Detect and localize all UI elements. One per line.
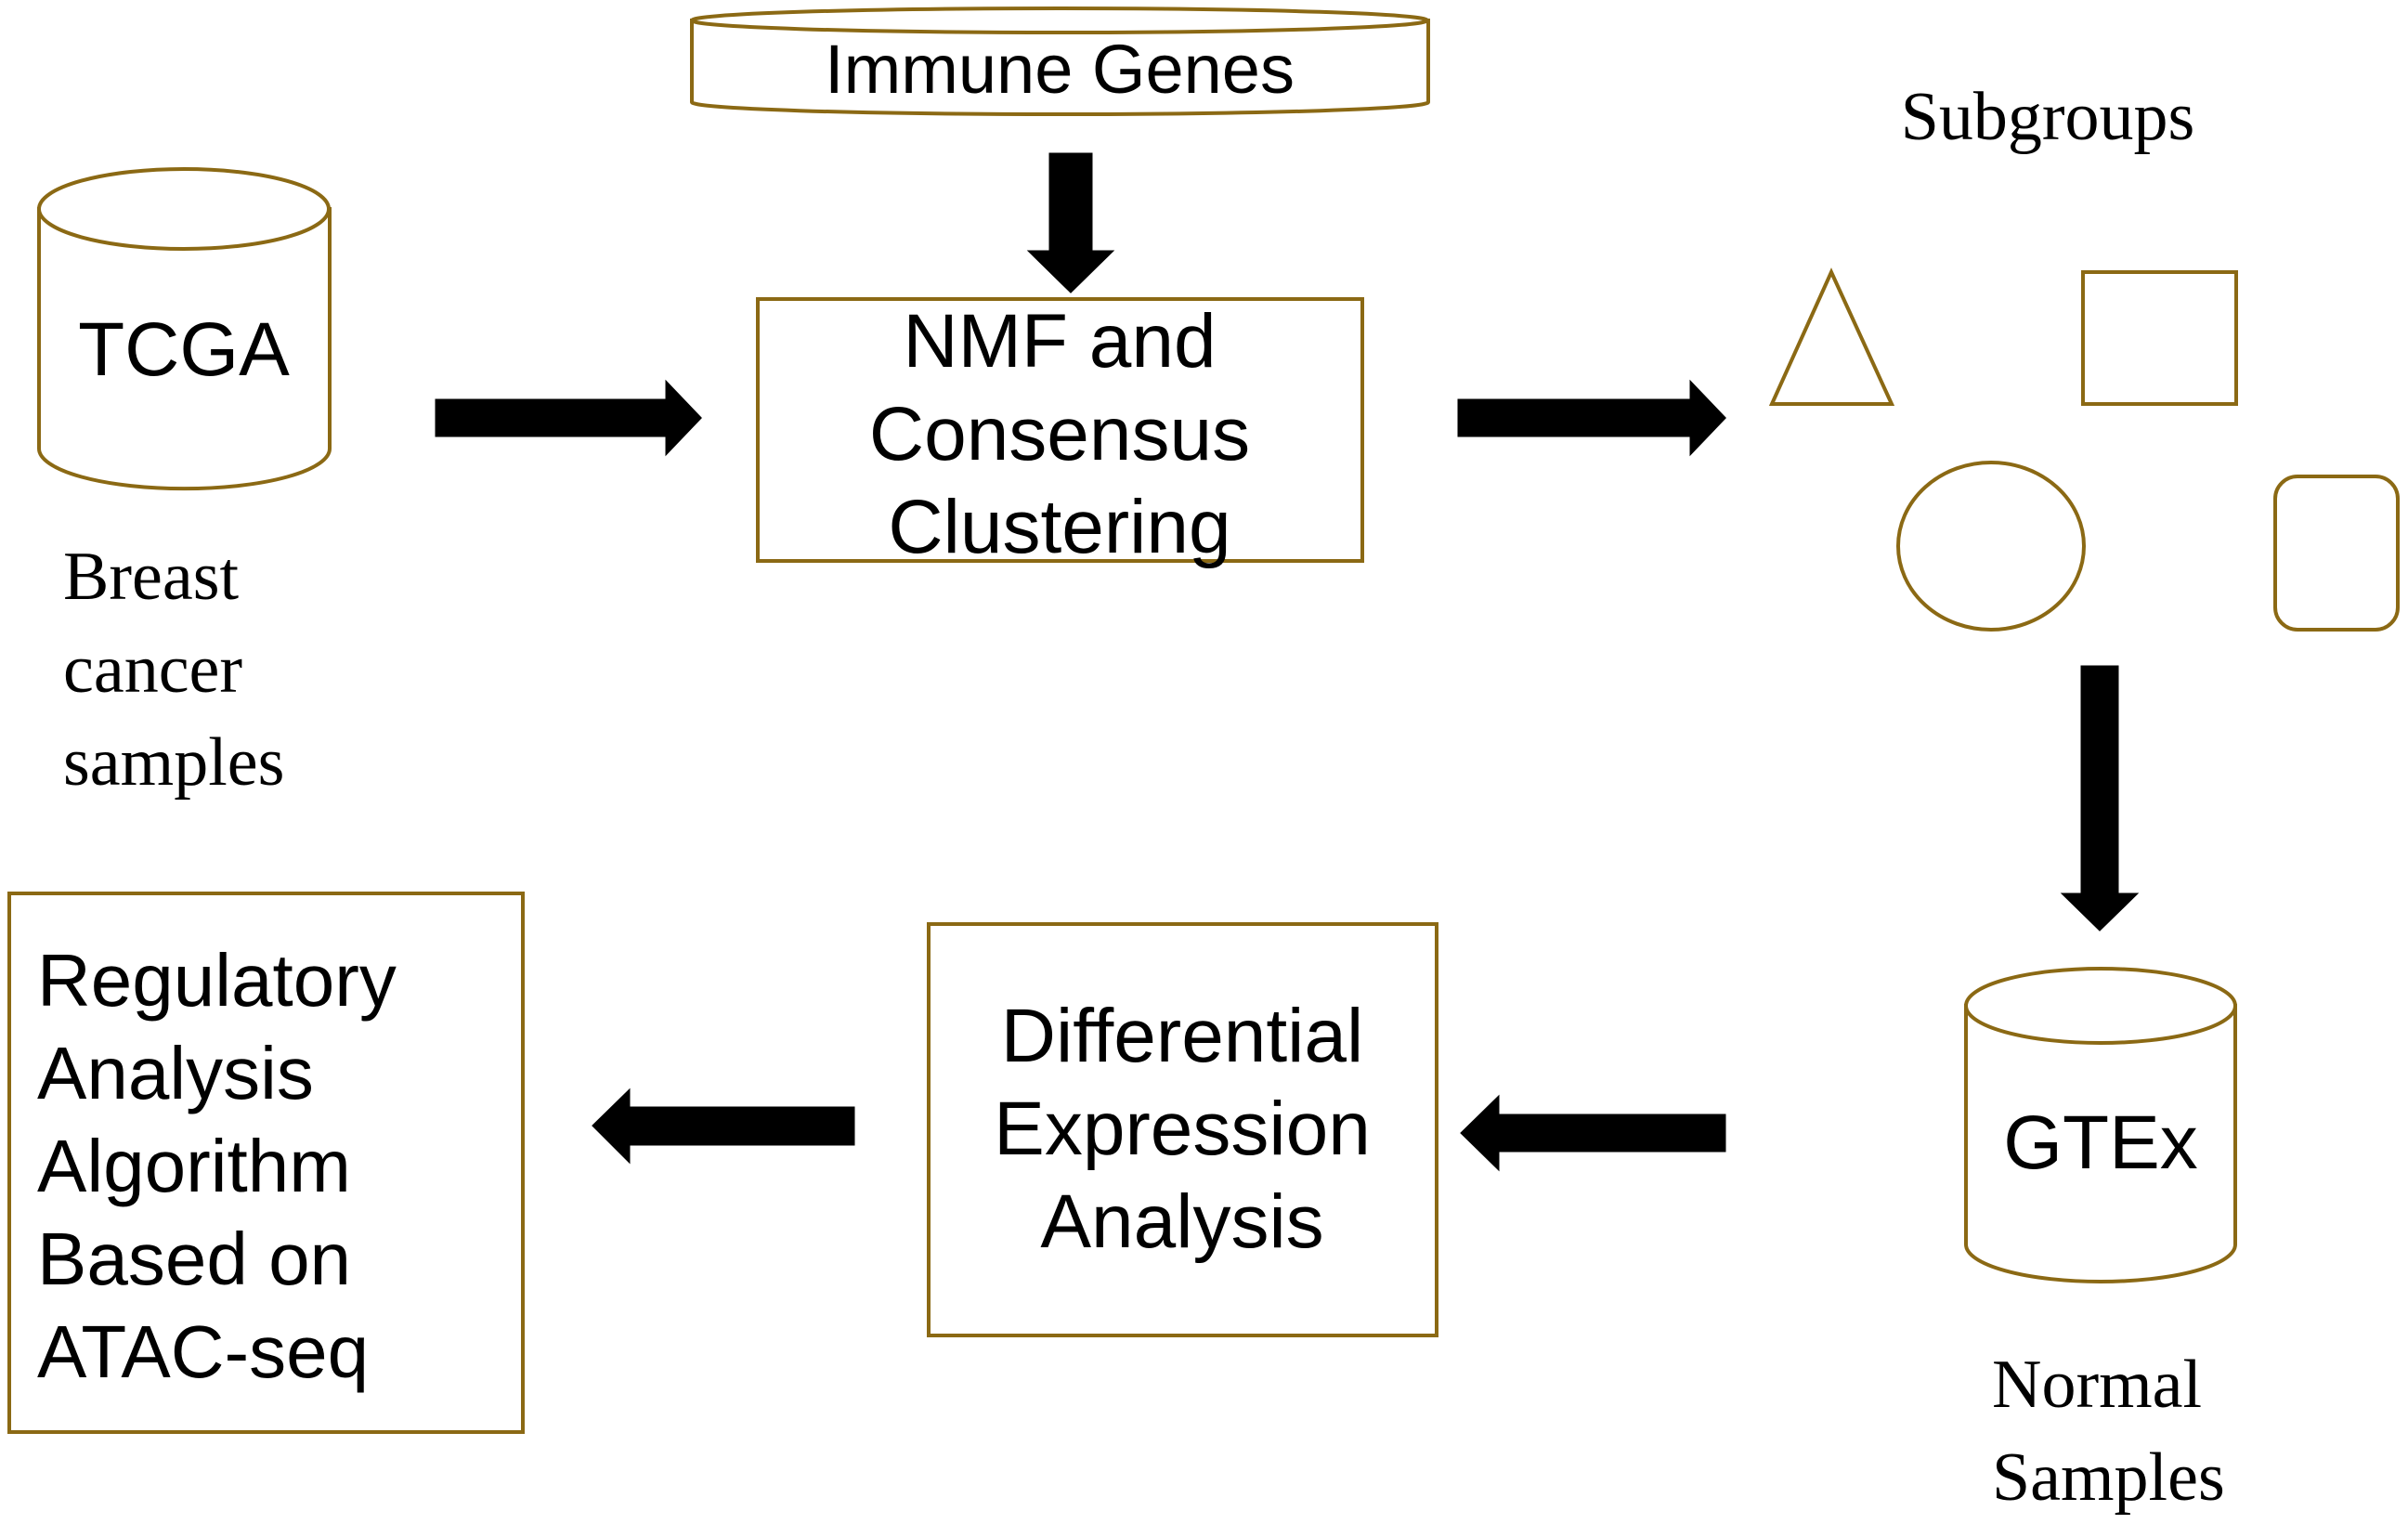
regulatory-line-1: Regulatory [37, 939, 397, 1022]
nmf-line-1: NMF and [903, 299, 1216, 384]
regulatory-line-4: Based on [37, 1218, 351, 1300]
subgroups-label: Subgroups [1901, 79, 2195, 155]
arrow-left-gtex-to-differential [1455, 1088, 1729, 1179]
arrow-right-tcga-to-nmf [432, 372, 707, 463]
regulatory-line-5: ATAC-seq [37, 1310, 369, 1393]
regulatory-line-3: Algorithm [37, 1125, 351, 1207]
tcga-label: TCGA [78, 307, 290, 392]
subgroup-triangle [1768, 267, 1895, 406]
regulatory-line-2: Analysis [37, 1032, 314, 1114]
differential-line-3: Analysis [1040, 1179, 1323, 1264]
arrow-right-nmf-to-subgroups [1454, 372, 1731, 463]
nmf-line-2: Consensus [869, 392, 1250, 476]
differential-line-1: Differential [1001, 994, 1363, 1078]
gtex-label: GTEx [2003, 1101, 2198, 1185]
tcga-caption-line-3: samples [63, 724, 284, 801]
arrow-left-differential-to-regulatory [587, 1081, 858, 1171]
differential-line-2: Expression [994, 1087, 1371, 1171]
immune-genes-database: Immune Genes [690, 7, 1430, 117]
nmf-clustering-box: NMF and Consensus Clustering [756, 297, 1364, 569]
nmf-line-3: Clustering [888, 485, 1230, 569]
subgroup-rounded-square [2273, 475, 2400, 632]
tcga-database: TCGA [37, 167, 332, 491]
immune-genes-label: Immune Genes [825, 31, 1295, 108]
gtex-caption-line-1: Normal [1992, 1347, 2202, 1423]
differential-expression-box: Differential Expression Analysis [927, 922, 1438, 1337]
gtex-database: GTEx [1964, 967, 2237, 1283]
subgroup-circle [1896, 461, 2086, 632]
regulatory-analysis-box: Regulatory Analysis Algorithm Based on A… [7, 892, 525, 1434]
tcga-caption-line-1: Breast [63, 539, 239, 615]
arrow-down-subgroups-to-gtex [2053, 662, 2146, 936]
tcga-caption-line-2: cancer [63, 632, 242, 708]
subgroup-square [2081, 270, 2238, 406]
arrow-down-immune-to-nmf [1020, 150, 1122, 298]
gtex-caption-line-2: Samples [1992, 1439, 2225, 1516]
